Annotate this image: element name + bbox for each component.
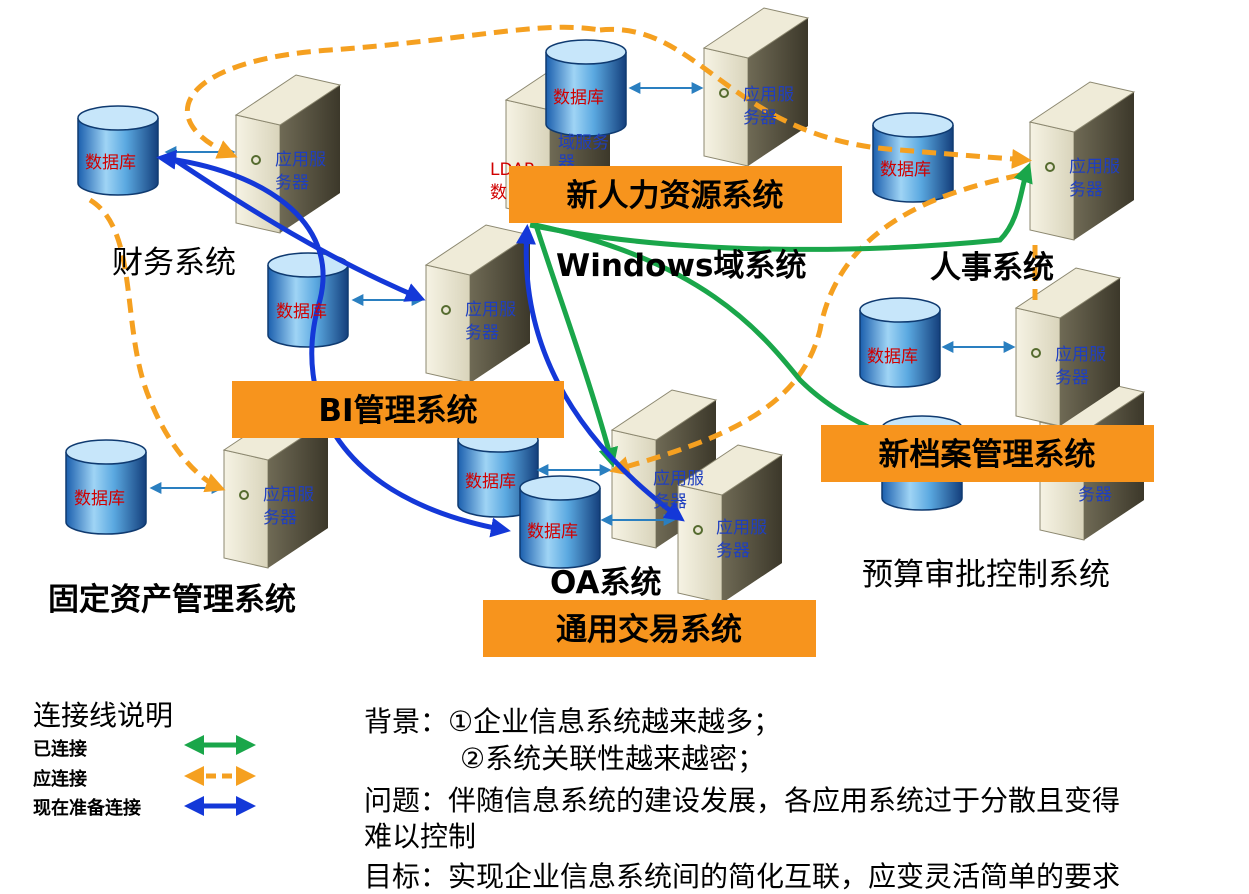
server-label-fixed-2: 务器 (263, 508, 297, 528)
box-new-hr: 新人力资源系统 (509, 166, 842, 223)
note-problem-2: 难以控制 (364, 820, 477, 853)
db-label-oa-back: 数据库 (465, 472, 516, 492)
db-label-budget: 数据库 (867, 347, 918, 367)
database-budget (859, 297, 941, 388)
legend-preparing-label: 现在准备连接 (33, 797, 141, 819)
system-label-finance: 财务系统 (112, 245, 236, 281)
box-label-bi: BI管理系统 (318, 393, 477, 429)
database-finance (77, 105, 159, 196)
box-general-trade: 通用交易系统 (483, 600, 816, 657)
box-bi: BI管理系统 (232, 381, 564, 438)
blue-windows-to-oa (516, 224, 685, 522)
preparing-lines (156, 149, 685, 538)
server-label-oa-back-2: 务器 (653, 492, 687, 512)
database-hr (872, 112, 954, 203)
server-label-budget: 应用服 (1055, 345, 1106, 365)
legend-connected-label: 已连接 (33, 738, 87, 760)
server-label-finance-2: 务器 (275, 173, 309, 193)
app-server-oa (676, 444, 784, 604)
system-label-budget: 预算审批控制系统 (862, 557, 1110, 593)
server-label-finance: 应用服 (275, 150, 326, 170)
box-label-general-trade: 通用交易系统 (556, 612, 742, 648)
box-label-new-hr: 新人力资源系统 (567, 178, 784, 214)
system-label-windows: Windows域系统 (556, 248, 806, 284)
note-goal: 目标：实现企业信息系统间的简化互联，应变灵活简单的要求 (364, 860, 1121, 893)
db-label-bi: 数据库 (276, 302, 327, 322)
database-bi (267, 252, 349, 348)
system-label-hr: 人事系统 (930, 250, 1054, 286)
app-server-top-center (702, 7, 810, 167)
app-server-hr (1028, 81, 1136, 241)
server-label-oa-back: 应用服 (653, 469, 704, 489)
database-labels: 数据库 数据库 数据库 数据库 数据库 数据库 数据库 数据库 LDAP 数 (74, 88, 931, 542)
database-windows-domain (545, 39, 627, 137)
server-top (234, 74, 342, 126)
db-label-oa: 数据库 (527, 522, 578, 542)
legend-title: 连接线说明 (33, 699, 173, 732)
database-fixed-assets (65, 439, 147, 535)
box-new-archive: 新档案管理系统 (821, 425, 1154, 482)
system-label-oa: OA系统 (550, 565, 662, 601)
server-label-oa-2: 务器 (716, 541, 750, 561)
legend-should-label: 应连接 (33, 768, 87, 790)
orange-finance-to-windows (185, 24, 601, 159)
server-label-oa: 应用服 (716, 518, 767, 538)
server-label-top-2: 务器 (743, 108, 777, 128)
server-label-bi: 应用服 (465, 300, 516, 320)
note-problem-1: 问题：伴随信息系统的建设发展，各应用系统过于分散且变得 (364, 784, 1121, 817)
legend: 连接线说明 已连接 应连接 现在准备连接 (33, 699, 256, 819)
orange-to-hr (599, 26, 1032, 169)
db-label-finance: 数据库 (85, 153, 136, 173)
blue-finance-to-bi (173, 157, 426, 302)
system-label-fixed-assets: 固定资产管理系统 (48, 582, 296, 618)
server-label-top: 应用服 (743, 85, 794, 105)
server-label-hr-2: 务器 (1069, 180, 1103, 200)
note-background-2: ②系统关联性越来越密； (460, 742, 766, 775)
orange-hr-to-oa (609, 172, 1021, 476)
db-label-windows: 数据库 (553, 88, 604, 108)
server-label-hr: 应用服 (1069, 157, 1120, 177)
blue-finance-to-oa (156, 149, 511, 538)
server-label-budget-2: 务器 (1055, 368, 1089, 388)
note-background-1: 背景：①企业信息系统越来越多； (364, 705, 782, 738)
server-labels: 应用服 务器 应用服 务器 应用服 务器 应用服 务器 应用服 务器 务器 应用… (263, 85, 1120, 561)
box-label-new-archive: 新档案管理系统 (879, 437, 1096, 473)
app-server-budget (1014, 267, 1122, 427)
server-label-bi-2: 务器 (465, 323, 499, 343)
db-label-hr: 数据库 (880, 160, 931, 180)
system-labels: 财务系统 Windows域系统 人事系统 固定资产管理系统 OA系统 预算审批控… (48, 245, 1110, 618)
db-label-fixed: 数据库 (74, 489, 125, 509)
ldap-label-2: 数 (490, 183, 507, 203)
server-label-fixed: 应用服 (263, 485, 314, 505)
server-label-archive-2: 务器 (1078, 485, 1112, 505)
domain-server-label: 域服务 (558, 133, 609, 153)
